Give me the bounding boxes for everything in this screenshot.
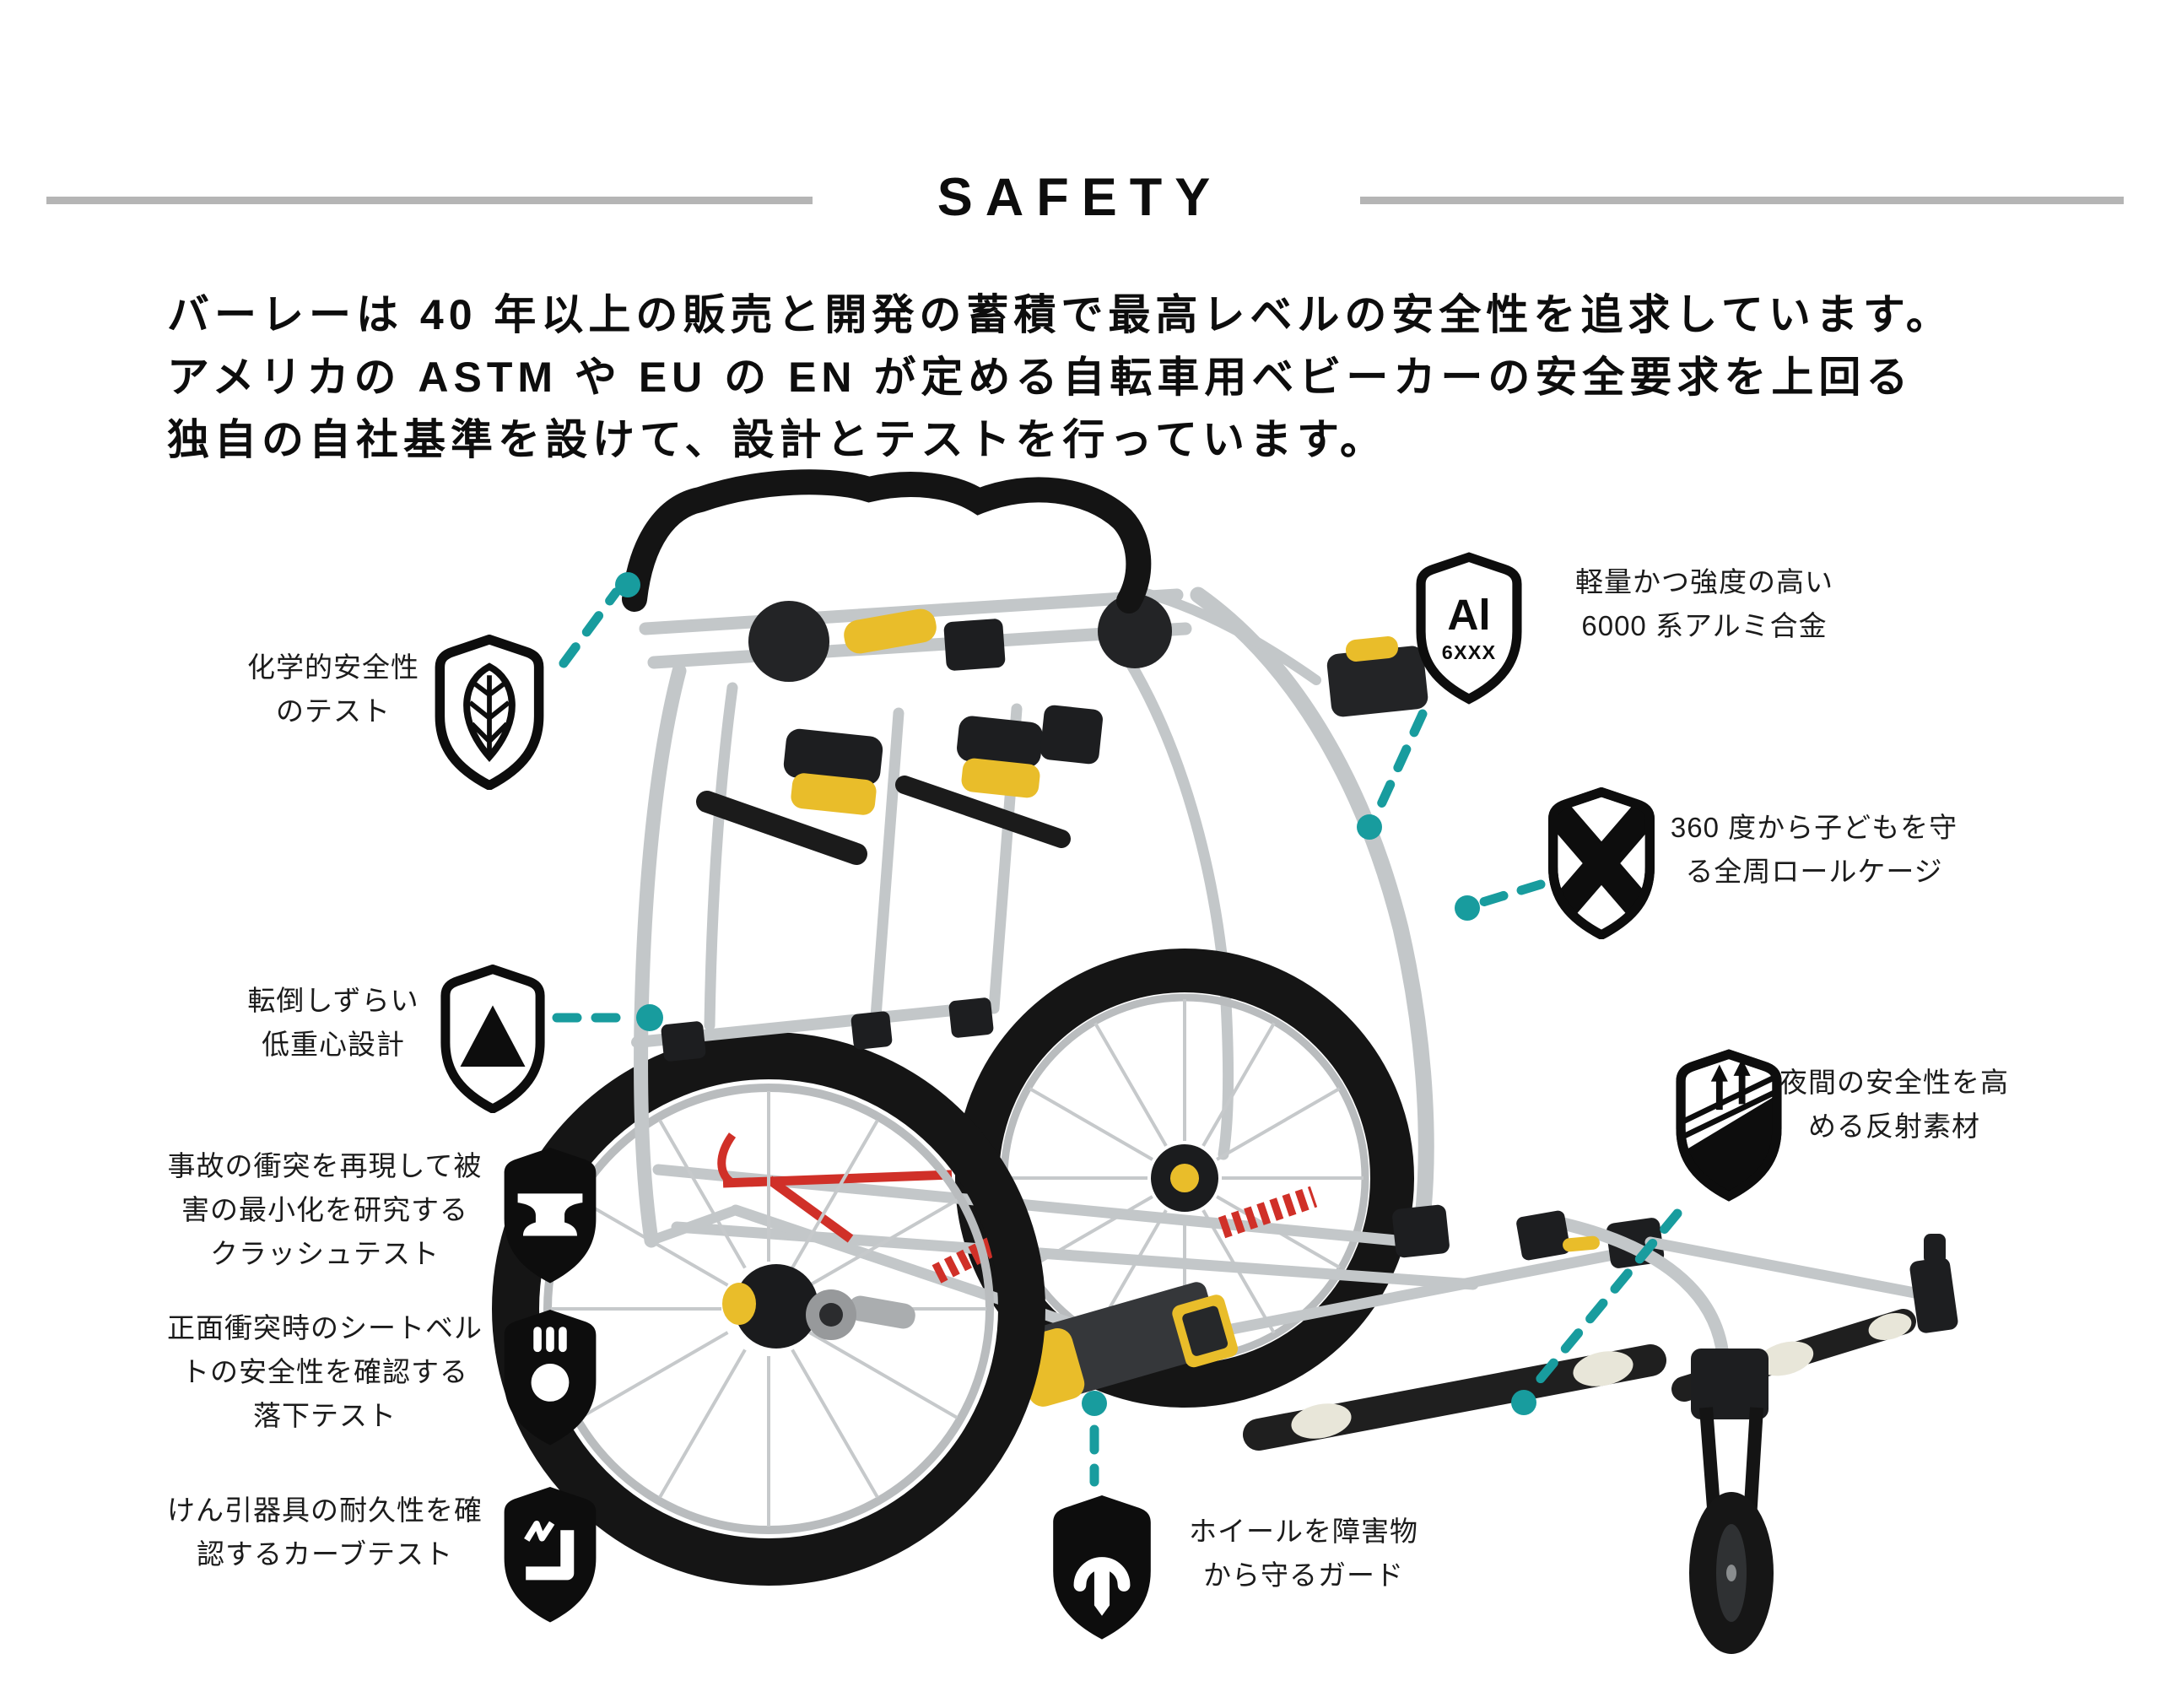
handlebar bbox=[622, 469, 1152, 613]
reflector-shield-icon bbox=[1672, 1048, 1785, 1202]
callout-chemical-label: 化学的安全性 のテスト bbox=[247, 651, 419, 727]
svg-text:Al: Al bbox=[1447, 591, 1490, 639]
page-title: SAFETY bbox=[937, 168, 1223, 227]
callout-wheelguard-label: ホイールを障害物 から守るガード bbox=[1189, 1516, 1418, 1591]
aluminum-shield-icon: Al 6XXX bbox=[1412, 550, 1526, 705]
left-wheel bbox=[492, 1032, 1045, 1586]
wheel-arch-shield-icon bbox=[1045, 1487, 1159, 1647]
callout-reflective-label: 夜間の安全性を高 める反射素材 bbox=[1779, 1067, 2009, 1142]
curb-shield-icon bbox=[496, 1478, 604, 1630]
push-bar-assembly bbox=[622, 469, 1428, 717]
intro-line-3: 独自の自社基準を設けて、設計とテストを行っています。 bbox=[167, 416, 1387, 463]
leaf-shield-icon bbox=[426, 635, 553, 790]
callout-lowcg-label: 転倒しずらい 低重心設計 bbox=[247, 985, 419, 1060]
intro-line-2: アメリカの ASTM や EU の EN が定める自転車用ベビーカーの安全要求を… bbox=[167, 354, 1914, 401]
triangle-shield-icon bbox=[433, 965, 553, 1113]
tow-arm-and-caster bbox=[1516, 1210, 1958, 1654]
callout-rollcage-label: 360 度から子どもを守 る全周ロールケージ bbox=[1670, 812, 1958, 887]
seat-hardware bbox=[696, 705, 1103, 865]
svg-text:6XXX: 6XXX bbox=[1442, 641, 1496, 663]
callout-curb-label: けん引器具の耐久性を確 認するカーブテスト bbox=[167, 1494, 483, 1570]
anvil-shield-icon bbox=[496, 1139, 604, 1291]
title-rule-right bbox=[1360, 197, 2124, 204]
intro-line-1: バーレーは 40 年以上の販売と開発の蓄積で最高レベルの安全性を追求しています。 bbox=[167, 291, 1953, 338]
callout-drop-label: 正面衝突時のシートベル トの安全性を確認する 落下テスト bbox=[167, 1312, 483, 1431]
callout-crash-label: 事故の衝突を再現して被 害の最小化を研究する クラッシュテスト bbox=[167, 1150, 483, 1269]
callout-aluminum-label: 軽量かつ強度の高い 6000 系アルミ合金 bbox=[1575, 566, 1833, 641]
cross-shield-icon bbox=[1544, 787, 1659, 939]
title-rule-left bbox=[46, 197, 813, 204]
falling-ball-shield-icon bbox=[496, 1301, 604, 1453]
intro-paragraph: バーレーは 40 年以上の販売と開発の蓄積で最高レベルの安全性を追求しています。… bbox=[167, 284, 1953, 471]
